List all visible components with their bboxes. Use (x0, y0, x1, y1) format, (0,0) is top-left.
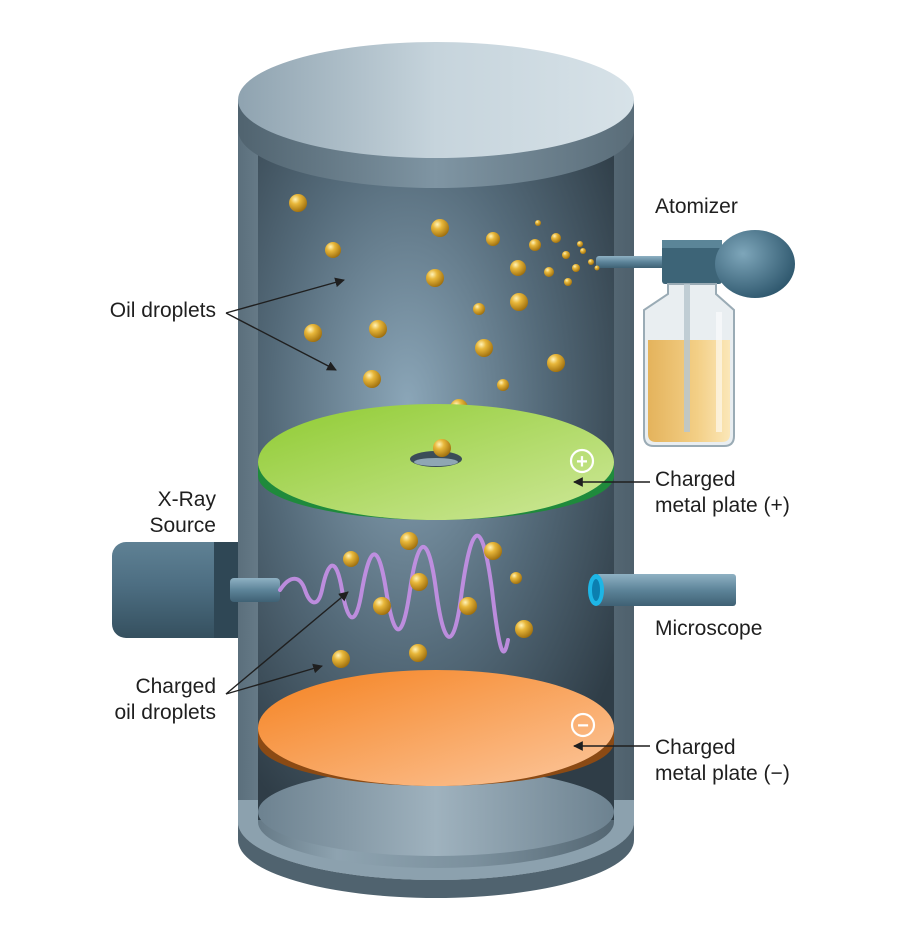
leader-charged-2 (225, 663, 323, 695)
label-plate-pos-line2: metal plate (+) (655, 494, 790, 517)
xray-box (112, 542, 238, 638)
atomizer-bulb (715, 230, 795, 298)
label-microscope-text: Microscope (655, 617, 763, 640)
label-plate-neg-line2: metal plate (−) (655, 762, 790, 785)
label-charged-oil-droplets: Charged oil droplets (60, 674, 216, 726)
microscope (588, 574, 736, 606)
label-plate-positive: Charged metal plate (+) (655, 467, 790, 519)
label-oil-droplets: Oil droplets (60, 298, 216, 324)
lid-top (238, 42, 634, 158)
label-oil-droplets-text: Oil droplets (109, 299, 216, 322)
label-plate-neg-line1: Charged (655, 736, 736, 759)
label-atomizer: Atomizer (655, 194, 738, 220)
atomizer (643, 230, 795, 447)
xray-source (112, 542, 280, 638)
atomizer-nozzle (596, 256, 678, 268)
label-atomizer-text: Atomizer (655, 195, 738, 218)
chamber-bottom-rim (238, 822, 634, 898)
atomizer-cap (662, 240, 722, 284)
spray-droplets (529, 220, 600, 286)
label-microscope: Microscope (655, 616, 762, 642)
plus-symbol-circle (569, 448, 595, 474)
negative-plate: − (258, 670, 614, 786)
xray-emitter (230, 578, 280, 602)
minus-symbol: − (577, 715, 589, 737)
leader-oil-2 (225, 312, 337, 371)
positive-plate: + (258, 404, 614, 520)
label-charged-line1: Charged (135, 675, 216, 698)
leader-lines (225, 277, 650, 751)
label-plate-pos-line1: Charged (655, 468, 736, 491)
minus-symbol-circle (570, 712, 596, 738)
chamber-floor (258, 768, 614, 856)
label-charged-line2: oil droplets (114, 701, 216, 724)
xray-wave (278, 533, 510, 654)
leader-oil-1 (225, 277, 345, 314)
label-xray-source: X-Ray Source (100, 487, 216, 539)
label-xray-line1: X-Ray (157, 488, 216, 511)
leader-charged-1 (225, 591, 349, 695)
plus-symbol: + (576, 451, 588, 473)
label-xray-line2: Source (149, 514, 216, 537)
label-plate-negative: Charged metal plate (−) (655, 735, 790, 787)
